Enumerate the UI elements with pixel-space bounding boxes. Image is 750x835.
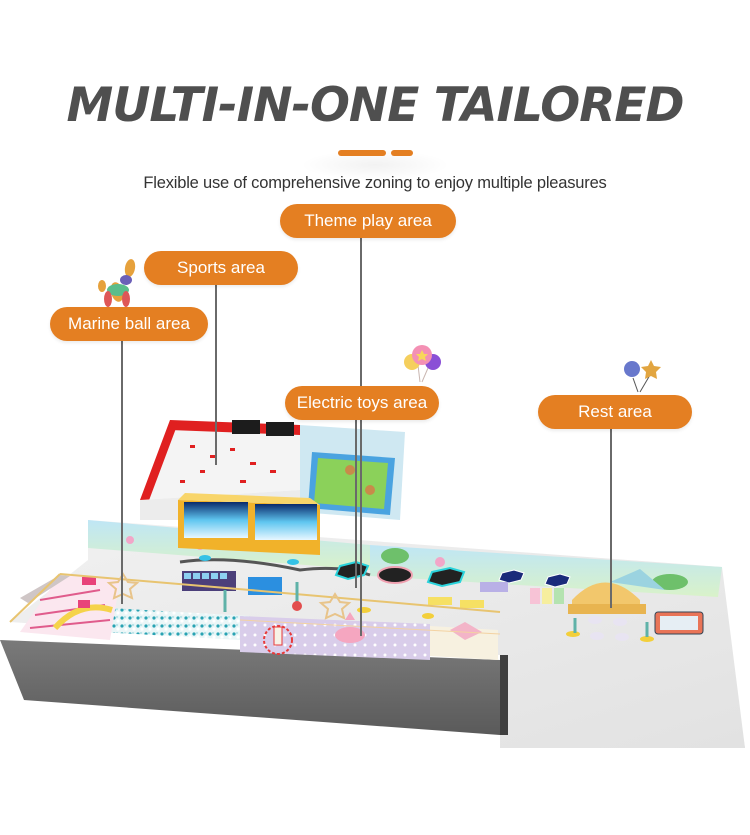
- page-title: MULTI-IN-ONE TAILORED: [66, 78, 684, 133]
- zone-label-marine-ball-area: Marine ball area: [50, 307, 208, 341]
- balloon-dog-icon: [98, 259, 136, 307]
- venue-floor-plan-illustration: [0, 259, 745, 748]
- divider-long-bar: [338, 150, 386, 156]
- screen-right: [255, 504, 317, 540]
- leader-line-theme: [360, 236, 362, 636]
- pillars: [223, 582, 649, 637]
- balloon-cluster-icon: [404, 345, 441, 383]
- zone-label-theme-play-area: Theme play area: [280, 204, 456, 238]
- leader-line-rest: [610, 428, 612, 608]
- balloon-pair-icon: [624, 360, 661, 393]
- leader-line-marine: [121, 339, 123, 604]
- zone-label-sports-area: Sports area: [144, 251, 298, 285]
- leader-line-sports: [215, 285, 217, 465]
- zone-label-electric-toys-area: Electric toys area: [285, 386, 439, 420]
- front-wall: [0, 640, 500, 735]
- trampolines: [334, 560, 571, 588]
- screen-left: [184, 502, 248, 538]
- marine-ball-pit: [100, 608, 250, 640]
- cookie-house: [430, 626, 498, 660]
- zone-label-rest-area: Rest area: [538, 395, 692, 429]
- leader-line-electric: [355, 418, 357, 588]
- page-subtitle: Flexible use of comprehensive zoning to …: [143, 174, 607, 192]
- divider-short-bar: [391, 150, 413, 156]
